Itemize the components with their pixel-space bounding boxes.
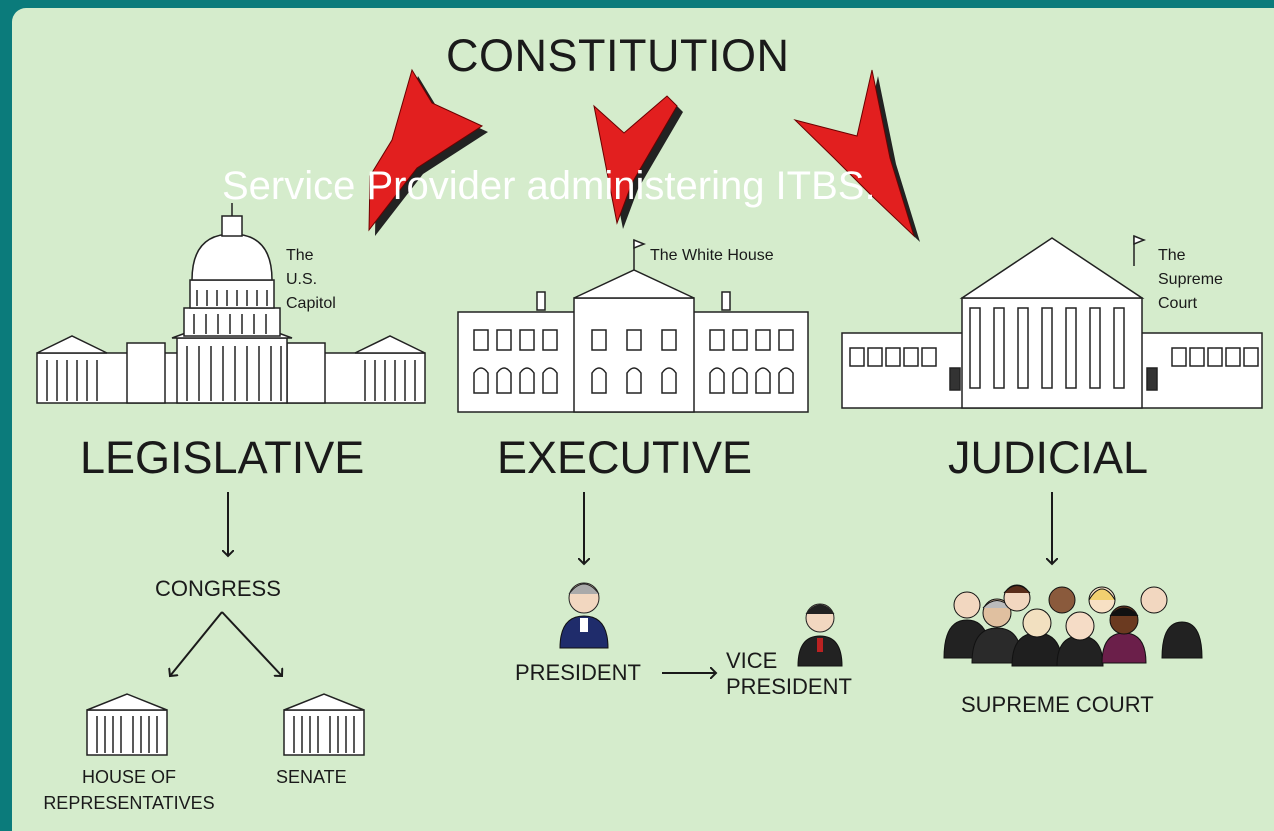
capitol-caption-line: U.S. bbox=[286, 271, 318, 288]
court-caption-line: The bbox=[1158, 247, 1186, 264]
house-building-icon bbox=[86, 693, 168, 756]
diagram-panel: CONSTITUTION The U.S. Capitol The White … bbox=[12, 8, 1274, 831]
red-arrow-center bbox=[593, 95, 683, 229]
congress-label: CONGRESS bbox=[155, 576, 281, 601]
diagram-graphics bbox=[36, 68, 1263, 756]
court-caption-line: Supreme bbox=[1158, 271, 1223, 288]
red-arrow-left bbox=[368, 68, 488, 236]
white-house-icon bbox=[457, 238, 809, 413]
senate-building-icon bbox=[283, 693, 365, 756]
executive-heading: EXECUTIVE bbox=[497, 432, 753, 483]
house-label-line: HOUSE OF bbox=[81, 767, 176, 787]
constitution-title: CONSTITUTION bbox=[446, 30, 790, 81]
vice-label-line: PRESIDENT bbox=[726, 674, 852, 699]
justices-group-icon bbox=[943, 584, 1203, 667]
capitol-caption-line: Capitol bbox=[286, 295, 336, 312]
president-label: PRESIDENT bbox=[515, 660, 641, 685]
house-label-line: REPRESENTATIVES bbox=[43, 793, 215, 813]
judicial-heading: JUDICIAL bbox=[948, 432, 1149, 483]
white-house-caption: The White House bbox=[650, 247, 774, 264]
supreme-court-label: SUPREME COURT bbox=[961, 692, 1154, 717]
vice-president-label: VICE PRESIDENT bbox=[726, 648, 852, 700]
senate-label: SENATE bbox=[276, 767, 347, 787]
vice-president-person-icon bbox=[797, 603, 843, 667]
capitol-building-icon bbox=[36, 203, 426, 404]
capitol-caption-line: The bbox=[286, 247, 314, 264]
capitol-caption: The U.S. Capitol bbox=[286, 244, 336, 316]
congress-split-arrows bbox=[170, 611, 282, 676]
court-caption-line: Court bbox=[1158, 295, 1198, 312]
red-arrow-right bbox=[793, 69, 920, 242]
vice-label-line: VICE bbox=[726, 648, 778, 673]
overlay-caption: Service Provider administering ITBS. bbox=[222, 164, 876, 208]
supreme-court-caption: The Supreme Court bbox=[1158, 244, 1223, 316]
president-person-icon bbox=[559, 582, 609, 649]
legislative-heading: LEGISLATIVE bbox=[80, 432, 365, 483]
supreme-court-icon bbox=[841, 234, 1263, 409]
house-label: HOUSE OF REPRESENTATIVES bbox=[24, 764, 234, 816]
